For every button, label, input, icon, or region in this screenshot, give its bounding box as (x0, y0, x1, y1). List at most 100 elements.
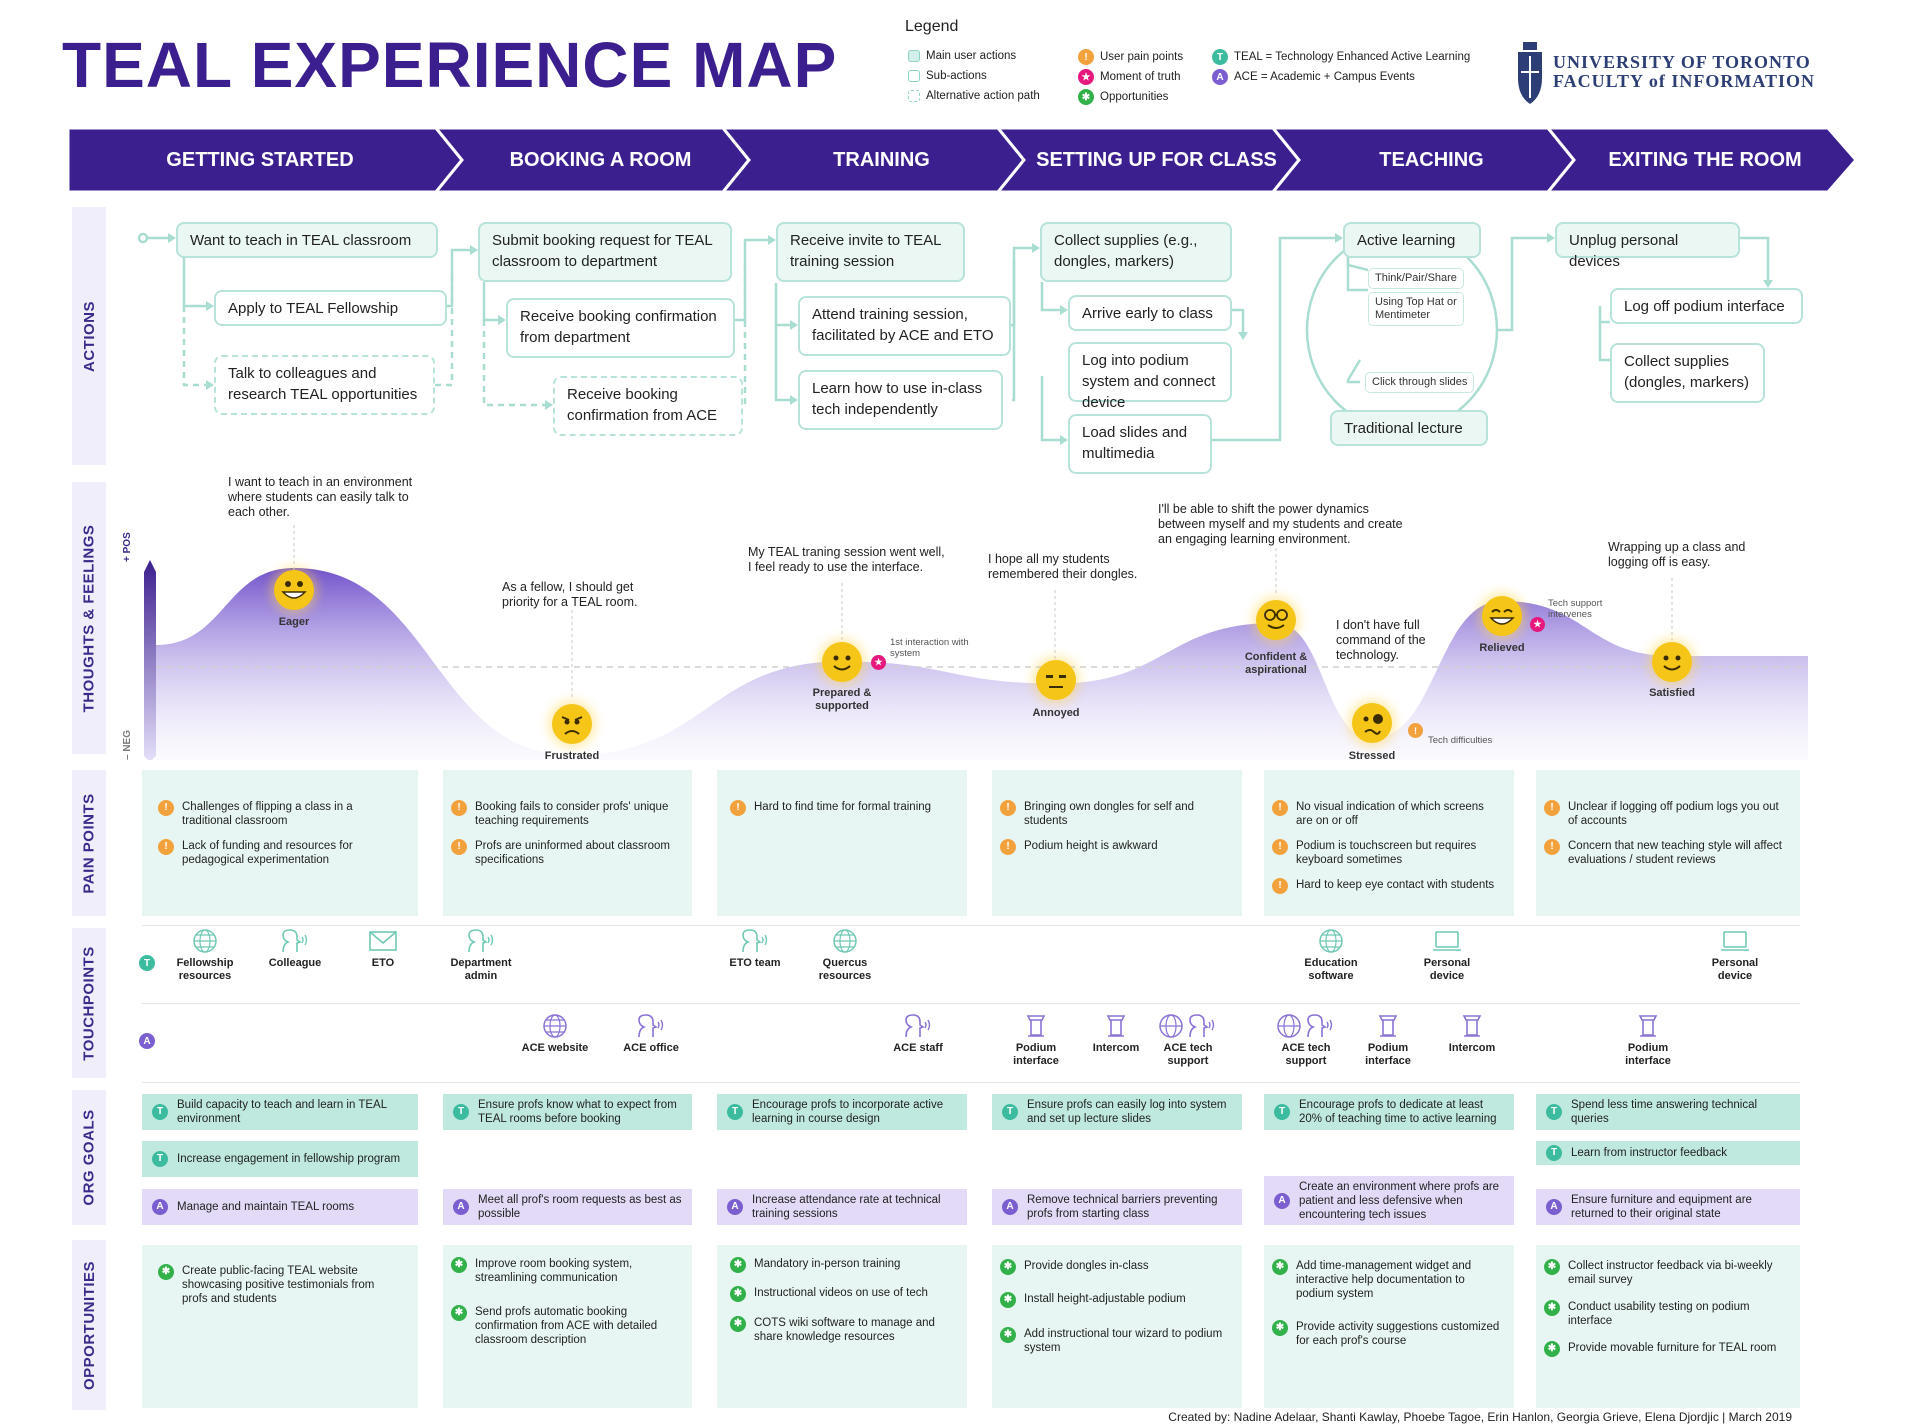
laptop-icon (1721, 931, 1749, 951)
opp-item: ✱COTS wiki software to manage and share … (730, 1316, 960, 1344)
opp-box-4 (992, 1245, 1242, 1408)
pain-item: !Hard to find time for formal training (730, 800, 960, 816)
page-title: TEAL EXPERIENCE MAP (62, 29, 838, 101)
pain-item: !Hard to keep eye contact with students (1272, 878, 1502, 894)
opp-item: ✱Provide dongles in-class (1000, 1259, 1230, 1275)
opp-item: ✱Instructional videos on use of tech (730, 1286, 960, 1302)
opp-item: ✱Improve room booking system, streamlini… (451, 1257, 681, 1285)
annoyed-face-icon (1036, 660, 1076, 700)
pain-box-6 (1536, 770, 1800, 916)
action-arrive-early: Arrive early to class (1068, 295, 1232, 331)
quote-stressed: I don't have full command of the technol… (1336, 618, 1426, 662)
row-label-pain: PAIN POINTS (72, 770, 106, 916)
tp-tech-support-2: ACE tech support (1268, 1013, 1344, 1068)
opp-item: ✱Provide movable furniture for TEAL room (1544, 1341, 1784, 1357)
opp-box-6 (1536, 1245, 1800, 1408)
phase-bar: GETTING STARTED BOOKING A ROOM TRAINING … (68, 128, 1858, 192)
quote-frustrated: As a fellow, I should get priority for a… (502, 580, 638, 609)
sub-action-top-hat: Using Top Hat or Mentimeter (1368, 292, 1464, 326)
emotion-curve (144, 560, 1808, 760)
tp-personal-device: Personal device (1414, 928, 1480, 983)
action-receive-invite: Receive invite to TEAL training session (776, 222, 965, 282)
teal-row-marker: T (139, 955, 155, 971)
tp-podium-2: Podium interface (1356, 1013, 1420, 1068)
opp-item: ✱Add time-management widget and interact… (1272, 1259, 1502, 1301)
relieved-face-icon (1482, 596, 1522, 636)
tp-colleague: Colleague (260, 928, 330, 970)
quote-annoyed: I hope all my students remembered their … (988, 552, 1138, 581)
emotion-annoyed: Annoyed (1032, 707, 1080, 719)
legend-moment: ★Moment of truth (1078, 69, 1181, 85)
quote-prepared: My TEAL traning session went well, I fee… (748, 545, 945, 574)
sub-action-think-pair-share: Think/Pair/Share (1368, 268, 1464, 289)
pain-item: !Unclear if logging off podium logs you … (1544, 800, 1784, 828)
tp-ace-website: ACE website (520, 1013, 590, 1055)
envelope-icon (369, 931, 397, 951)
opp-box-1 (142, 1245, 418, 1408)
row-label-goals: ORG GOALS (72, 1090, 106, 1225)
globe-icon (833, 929, 857, 953)
emotion-frustrated: Frustrated (544, 750, 600, 762)
eager-face-icon (274, 570, 314, 610)
emotion-axis (144, 560, 156, 760)
ace-row-marker: A (139, 1033, 155, 1049)
opp-box-5 (1264, 1245, 1514, 1408)
action-log-off: Log off podium interface (1610, 288, 1803, 324)
row-label-actions: ACTIONS (72, 207, 106, 465)
speaking-person-icon (638, 1014, 664, 1038)
pain-box-3 (717, 770, 967, 916)
pain-item: !Podium height is awkward (1000, 839, 1220, 855)
confident-face-icon (1256, 600, 1296, 640)
pain-box-5 (1264, 770, 1514, 916)
credits-footer: Created by: Nadine Adelaar, Shanti Kawla… (1168, 1410, 1792, 1424)
tp-intercom-2: Intercom (1440, 1013, 1504, 1055)
podium-icon (1638, 1015, 1658, 1037)
globe-icon (543, 1014, 567, 1038)
opp-box-3 (717, 1245, 967, 1408)
tp-intercom-1: Intercom (1084, 1013, 1148, 1055)
opp-item: ✱Add instructional tour wizard to podium… (1000, 1327, 1230, 1355)
speaking-person-icon (742, 929, 768, 953)
action-attend-training: Attend training session, facilitated by … (798, 296, 1011, 356)
tp-eto-team: ETO team (720, 928, 790, 970)
moment-of-truth-icon: ★ (871, 655, 886, 670)
action-apply-fellowship: Apply to TEAL Fellowship (214, 290, 447, 326)
phase-training: TRAINING (833, 148, 930, 171)
legend-heading: Legend (905, 18, 959, 35)
globe-icon (193, 929, 217, 953)
pain-point-icon: ! (1408, 723, 1423, 738)
tp-podium-1: Podium interface (1004, 1013, 1068, 1068)
action-confirm-ace: Receive booking confirmation from ACE (553, 376, 743, 436)
pain-box-1 (142, 770, 418, 916)
action-submit-booking: Submit booking request for TEAL classroo… (478, 222, 732, 282)
pain-item: !Booking fails to consider profs' unique… (451, 800, 681, 828)
opp-item: ✱Create public-facing TEAL website showc… (158, 1264, 398, 1306)
opp-item: ✱Provide activity suggestions customized… (1272, 1320, 1502, 1348)
action-confirm-department: Receive booking confirmation from depart… (506, 298, 735, 358)
speaking-person-icon (282, 929, 308, 953)
legend-sub: Sub-actions (908, 70, 987, 82)
note-tech-difficulties: Tech difficulties (1428, 735, 1493, 746)
action-active-learning: Active learning (1343, 222, 1481, 258)
pain-item: !Podium is touchscreen but requires keyb… (1272, 839, 1502, 867)
note-first-interaction: 1st interaction with system (890, 637, 969, 659)
emotion-confident: Confident & aspirational (1244, 651, 1308, 676)
tp-personal-device-2: Personal device (1702, 928, 1768, 983)
phase-teaching: TEACHING (1379, 148, 1484, 171)
opp-item: ✱Install height-adjustable podium (1000, 1292, 1230, 1308)
emotion-prepared: Prepared & supported (812, 687, 872, 712)
action-unplug-devices: Unplug personal devices (1555, 222, 1740, 270)
quote-leaders (293, 525, 1673, 700)
action-talk-colleagues: Talk to colleagues and research TEAL opp… (214, 355, 435, 415)
phase-exiting: EXITING THE ROOM (1608, 148, 1802, 171)
pain-box-2 (443, 770, 692, 916)
